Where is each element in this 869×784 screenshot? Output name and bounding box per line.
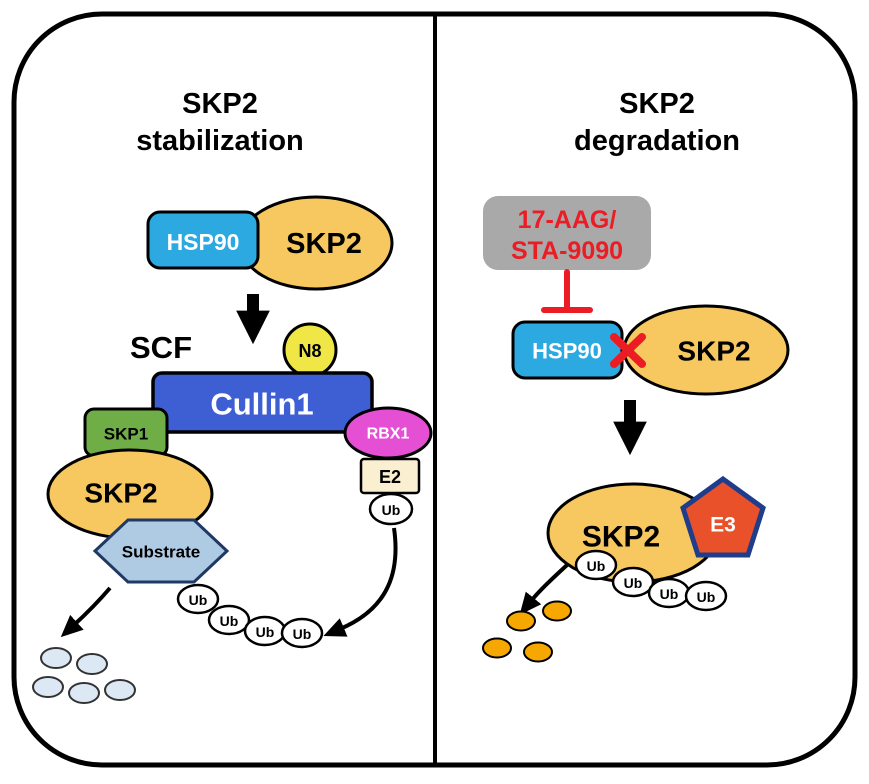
ub-chain-ellipse xyxy=(280,617,324,649)
cullin1-label: Cullin1 xyxy=(210,387,313,422)
e2-label: E2 xyxy=(379,467,401,487)
e2-ub-label: Ub xyxy=(382,502,401,518)
substrate-fragment xyxy=(104,679,136,701)
rbx1-label: RBX1 xyxy=(367,426,410,443)
right-panel-title-line1: SKP2 xyxy=(619,88,695,120)
hsp90-label-right: HSP90 xyxy=(532,339,602,364)
skp2-complex-label-right: SKP2 xyxy=(677,336,750,367)
ub-chain-label: Ub xyxy=(587,558,606,574)
e3-label: E3 xyxy=(710,514,736,537)
ub-chain-label: Ub xyxy=(256,624,275,640)
cullin1-box xyxy=(151,371,374,434)
right-panel-title-line2: degradation xyxy=(574,125,740,157)
disruption-x-icon xyxy=(610,333,646,368)
skp2-label: SKP2 xyxy=(84,478,157,509)
ub-chain-ellipse xyxy=(611,566,655,598)
left-panel-title-line1: SKP2 xyxy=(182,88,258,120)
skp2-fragment xyxy=(482,637,512,659)
ub-chain-label: Ub xyxy=(189,592,208,608)
e3-pentagon xyxy=(680,475,766,558)
inhibitor-box xyxy=(483,196,651,270)
ub-chain-ellipse xyxy=(684,580,728,612)
skp2-fragment xyxy=(523,641,553,663)
inhibitor-label-line1: 17-AAG/ xyxy=(518,206,617,234)
hsp90-label: HSP90 xyxy=(167,229,240,255)
substrate-label: Substrate xyxy=(122,543,200,562)
e2-ub-ellipse xyxy=(368,492,414,526)
ub-chain-ellipse xyxy=(574,549,618,581)
skp2-degradation-arrow-icon xyxy=(519,563,569,615)
ub-chain-label: Ub xyxy=(660,586,679,602)
substrate-fragment xyxy=(32,676,64,698)
skp2-complex-label: SKP2 xyxy=(286,228,362,260)
substrate-fragment xyxy=(76,653,108,675)
skp1-label: SKP1 xyxy=(104,425,148,444)
substrate-fragment xyxy=(68,682,100,704)
hsp90-box xyxy=(146,210,260,270)
ub-chain-label: Ub xyxy=(697,589,716,605)
substrate-degradation-arrow-icon xyxy=(60,586,112,638)
skp2-fragment xyxy=(542,600,572,622)
ubiquitin-transfer-arrow-icon xyxy=(323,527,398,637)
ub-chain-ellipse xyxy=(207,604,251,636)
skp2-fragment xyxy=(506,610,536,632)
scf-label: SCF xyxy=(130,330,192,365)
ub-chain-label: Ub xyxy=(293,626,312,642)
ub-chain-label: Ub xyxy=(624,575,643,591)
substrate-fragment xyxy=(40,647,72,669)
ub-chain-ellipse xyxy=(176,583,220,615)
inhibitor-label-line2: STA-9090 xyxy=(511,237,623,265)
substrate-hexagon xyxy=(92,518,230,584)
n8-label: N8 xyxy=(298,341,321,361)
left-panel-title-line2: stabilization xyxy=(136,125,304,157)
ub-chain-label: Ub xyxy=(220,613,239,629)
skp2-label-right: SKP2 xyxy=(582,521,660,554)
